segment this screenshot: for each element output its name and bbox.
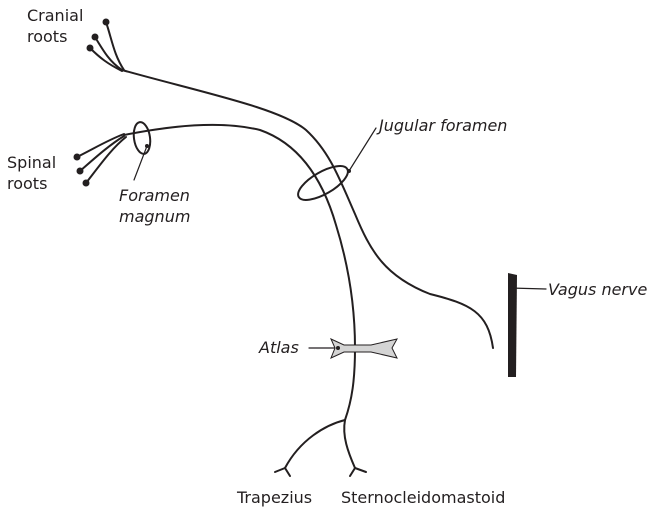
jugular-foramen-leader bbox=[348, 127, 377, 172]
spinal-rootlet-3 bbox=[85, 136, 127, 184]
trapezius-label: Trapezius bbox=[237, 488, 313, 507]
spinal-root-dot-1 bbox=[73, 153, 81, 161]
spinal-rootlet-2 bbox=[79, 135, 125, 172]
trapezius-fork-right bbox=[284, 467, 291, 477]
cranial-roots-label-line-2: roots bbox=[27, 27, 68, 46]
cranial-roots-label-line-1: Cranial bbox=[27, 6, 84, 25]
branch-to-trapezius bbox=[284, 419, 346, 469]
cranial-rootlet-1 bbox=[105, 21, 125, 71]
vagus-nerve-shape bbox=[508, 273, 517, 377]
cranial-root-dot-2 bbox=[91, 33, 99, 41]
cranial-root-trunk bbox=[121, 69, 494, 349]
spinal-root-dot-2 bbox=[76, 167, 84, 175]
cranial-root-dot-1 bbox=[102, 18, 110, 26]
foramen-magnum-ring bbox=[132, 121, 152, 155]
foramen-magnum-label-line-1: Foramen bbox=[119, 186, 190, 205]
vagus-nerve-dot bbox=[510, 286, 514, 290]
jugular-foramen-label: Jugular foramen bbox=[379, 116, 508, 135]
spinal-rootlet-1 bbox=[76, 133, 125, 158]
atlas-dot bbox=[336, 346, 340, 350]
sternocleidomastoid-label: Sternocleidomastoid bbox=[341, 488, 506, 507]
cranial-root-dot-3 bbox=[86, 44, 94, 52]
jugular-foramen-dot bbox=[347, 169, 351, 173]
foramen-magnum-dot bbox=[145, 144, 149, 148]
jugular-foramen-ring bbox=[297, 165, 349, 201]
trapezius-fork-left bbox=[274, 467, 286, 473]
foramen-magnum-label-line-2: magnum bbox=[119, 207, 191, 226]
sternocleidomastoid-fork-right bbox=[354, 467, 367, 473]
atlas-label: Atlas bbox=[259, 338, 299, 357]
sternocleidomastoid-fork-left bbox=[349, 467, 356, 477]
spinal-roots-label-line-2: roots bbox=[7, 174, 48, 193]
foramen-magnum-leader bbox=[133, 145, 148, 181]
branch-to-sternocleidomastoid bbox=[343, 419, 356, 469]
cranial-rootlet-2 bbox=[94, 36, 123, 71]
spinal-roots-label-line-1: Spinal bbox=[7, 153, 57, 172]
spinal-root-trunk bbox=[123, 123, 357, 421]
vagus-nerve-label: Vagus nerve bbox=[548, 280, 648, 299]
atlas-shape bbox=[330, 337, 398, 359]
spinal-root-dot-3 bbox=[82, 179, 90, 187]
